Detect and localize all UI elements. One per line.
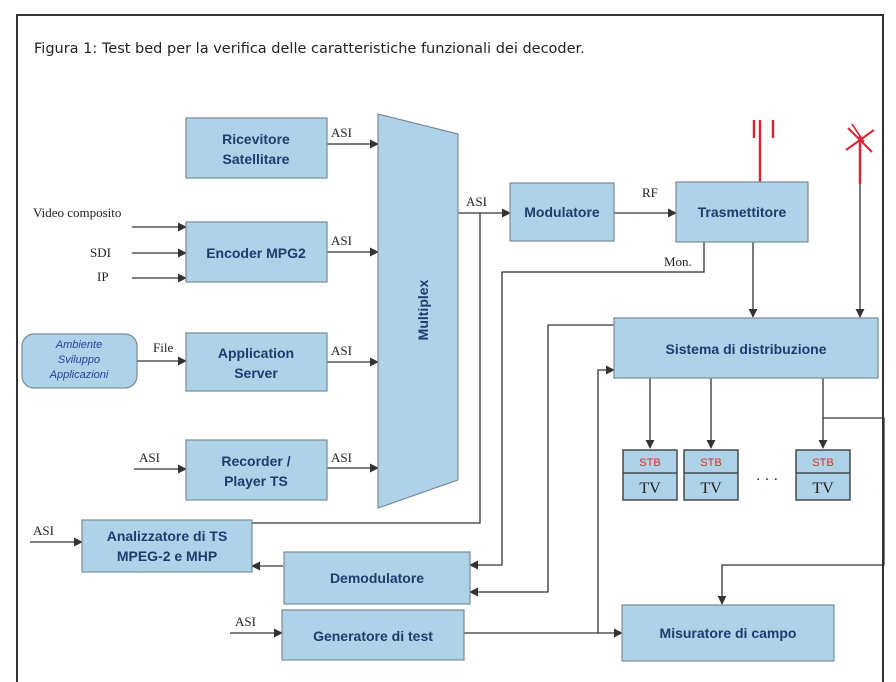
trasmettitore-block: Trasmettitore	[675, 181, 809, 243]
svg-text:Ambiente: Ambiente	[55, 339, 102, 351]
svg-text:Multiplex: Multiplex	[415, 279, 431, 340]
line-sistema-demodulatore	[469, 324, 614, 597]
line-sistema-misuratore	[717, 417, 885, 605]
ambiente-sviluppo-block: Ambiente Sviluppo Applicazioni	[21, 333, 138, 389]
svg-text:Misuratore di campo: Misuratore di campo	[660, 625, 797, 641]
label-file: File	[153, 340, 173, 355]
multiplex-block: Multiplex	[377, 113, 459, 509]
svg-text:STB: STB	[812, 457, 833, 469]
stb-tv-2: STB TV	[683, 449, 739, 501]
label-asi-appserver: ASI	[331, 343, 352, 358]
svg-text:Sistema di distribuzione: Sistema di distribuzione	[665, 341, 826, 357]
generatore-test-block: Generatore di test	[281, 609, 465, 661]
analizzatore-block: Analizzatore di TS MPEG-2 e MHP	[81, 519, 253, 573]
svg-text:Generatore di test: Generatore di test	[313, 628, 433, 644]
svg-text:Trasmettitore: Trasmettitore	[698, 204, 787, 220]
label-asi-recorder: ASI	[331, 450, 352, 465]
svg-text:Demodulatore: Demodulatore	[330, 570, 424, 586]
line-mon-demodulatore	[469, 242, 705, 570]
svg-text:Ricevitore: Ricevitore	[222, 131, 290, 147]
label-asi-generatore-in: ASI	[235, 614, 256, 629]
stb-tv-3: STB TV	[795, 449, 851, 501]
figure-caption: Figura 1: Test bed per la verifica delle…	[34, 41, 585, 57]
svg-text:MPEG-2 e MHP: MPEG-2 e MHP	[117, 548, 217, 564]
signal-labels: Video composito SDI IP File ASI ASI ASI …	[33, 125, 692, 629]
stb-tv-1: STB TV	[622, 449, 678, 501]
encoder-block: Encoder MPG2	[185, 221, 328, 283]
svg-text:TV: TV	[700, 480, 722, 497]
label-sdi: SDI	[90, 245, 111, 260]
label-asi-mux: ASI	[466, 194, 487, 209]
label-asi-ricevitore: ASI	[331, 125, 352, 140]
svg-text:Application: Application	[218, 345, 294, 361]
label-asi-encoder: ASI	[331, 233, 352, 248]
svg-text:Applicazioni: Applicazioni	[49, 369, 109, 381]
svg-text:STB: STB	[639, 457, 660, 469]
svg-text:Satellitare: Satellitare	[223, 151, 290, 167]
svg-text:Analizzatore di TS: Analizzatore di TS	[107, 528, 228, 544]
recorder-player-block: Recorder / Player TS	[185, 439, 328, 501]
svg-text:Player TS: Player TS	[224, 473, 288, 489]
ricevitore-block: Ricevitore Satellitare	[185, 117, 328, 179]
svg-text:Encoder MPG2: Encoder MPG2	[206, 245, 306, 261]
svg-text:Sviluppo: Sviluppo	[58, 354, 100, 366]
svg-text:Recorder /: Recorder /	[221, 453, 290, 469]
line-generatore-sistema	[597, 365, 615, 633]
svg-text:Server: Server	[234, 365, 278, 381]
receiving-antenna-icon	[845, 123, 875, 184]
receivers-ellipsis: · · ·	[756, 472, 779, 488]
label-asi-analizzatore-in: ASI	[33, 523, 54, 538]
svg-text:Modulatore: Modulatore	[524, 204, 600, 220]
label-rf: RF	[642, 185, 658, 200]
svg-text:TV: TV	[639, 480, 661, 497]
terrestrial-antenna-icon	[752, 120, 775, 182]
label-asi-recorder-in: ASI	[139, 450, 160, 465]
label-ip: IP	[97, 269, 109, 284]
svg-text:TV: TV	[812, 480, 834, 497]
demodulatore-block: Demodulatore	[283, 551, 471, 605]
misuratore-campo-block: Misuratore di campo	[621, 604, 835, 662]
modulatore-block: Modulatore	[509, 182, 615, 242]
label-mon: Mon.	[664, 254, 692, 269]
application-server-block: Application Server	[185, 332, 328, 392]
label-video-composito: Video composito	[33, 205, 121, 220]
svg-text:STB: STB	[700, 457, 721, 469]
sistema-distribuzione-block: Sistema di distribuzione	[613, 317, 879, 379]
